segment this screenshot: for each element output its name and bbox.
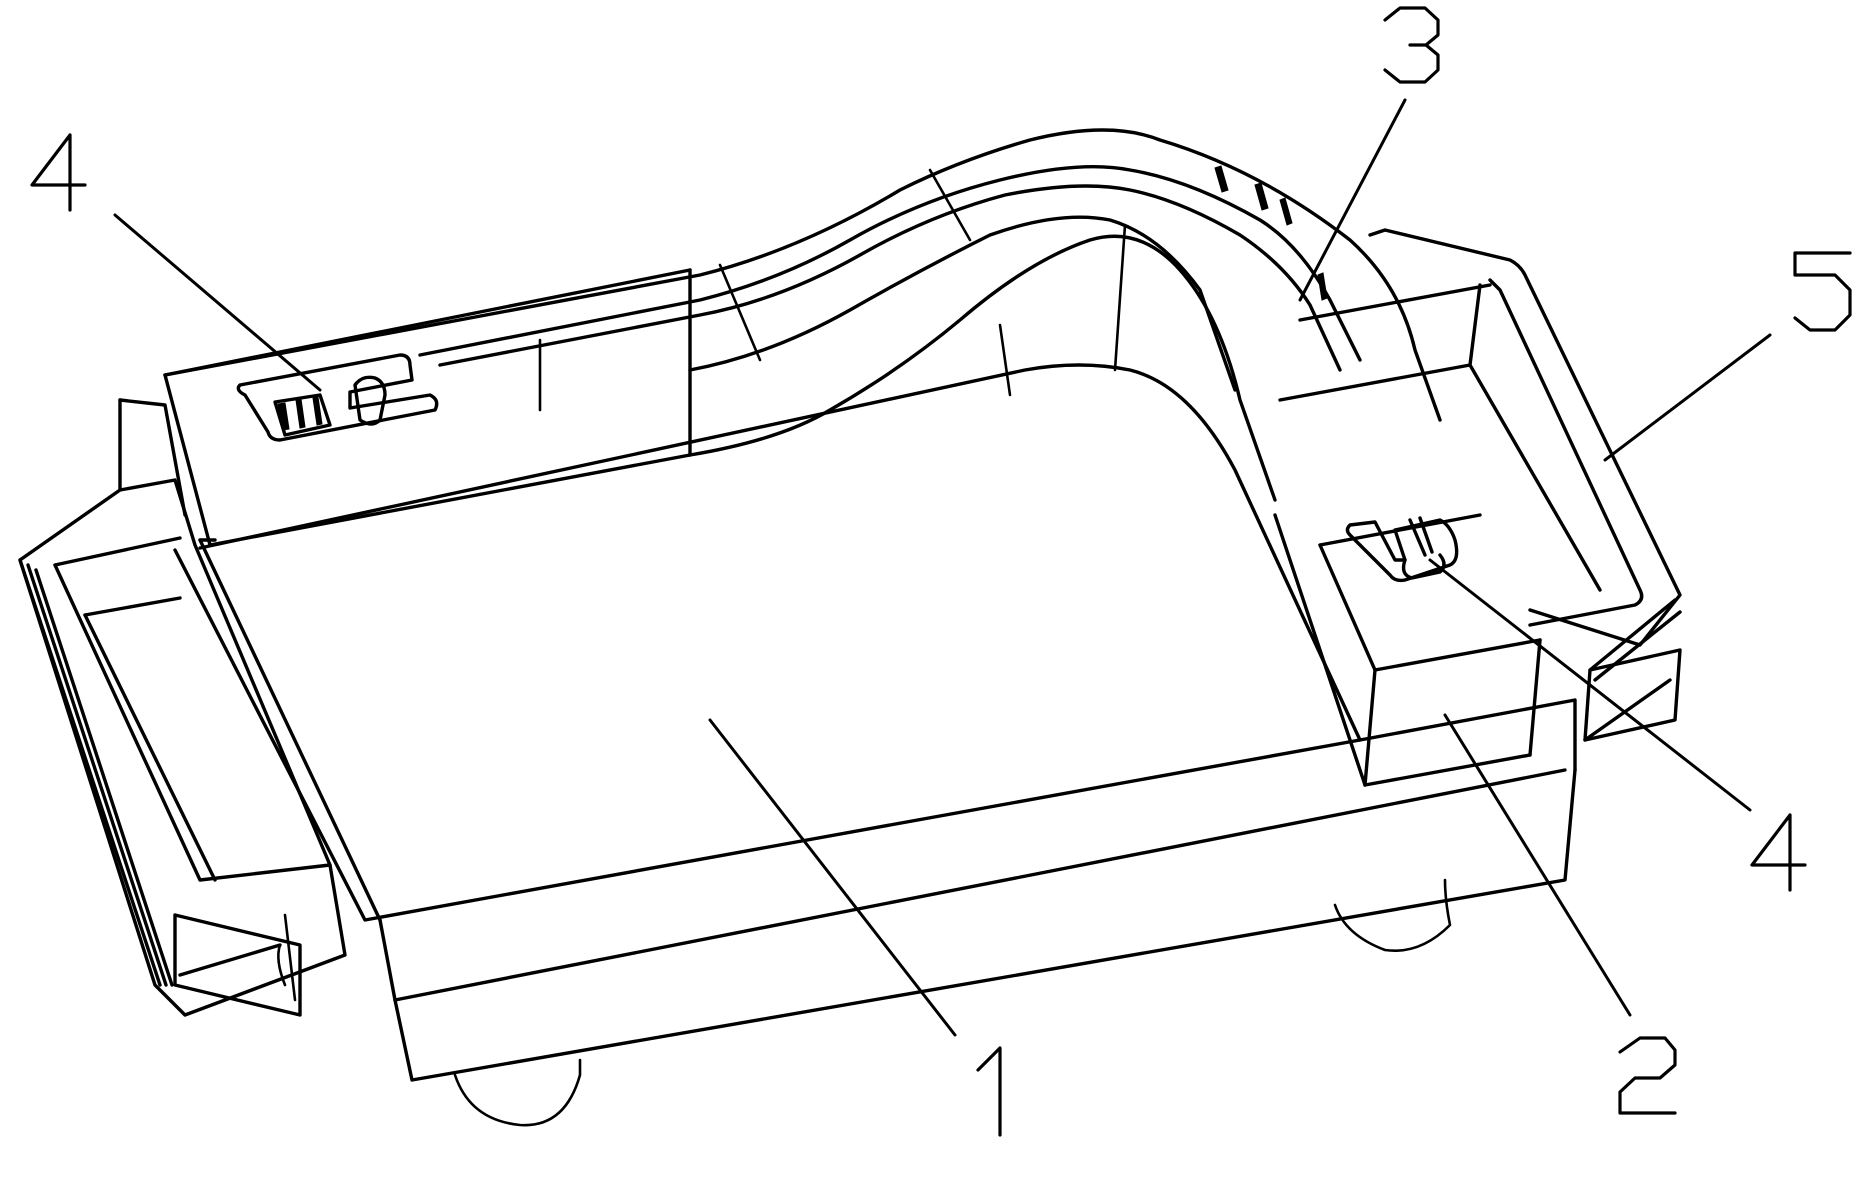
leader-4a xyxy=(113,213,322,392)
numeral-2 xyxy=(1618,1036,1677,1115)
leader-lines xyxy=(113,98,1772,1037)
leader-5 xyxy=(1603,333,1772,462)
right-end-block xyxy=(1273,513,1542,787)
leader-2 xyxy=(1443,713,1632,1017)
base-tray xyxy=(173,363,1577,1127)
numeral-3 xyxy=(1383,6,1440,84)
leader-3 xyxy=(1298,98,1407,302)
numeral-4a xyxy=(30,133,87,212)
right-side-frame xyxy=(1278,228,1682,742)
leader-4b xyxy=(1428,558,1752,812)
curved-track xyxy=(163,128,1442,502)
numeral-4b xyxy=(1750,813,1807,892)
numeral-5 xyxy=(1793,251,1852,332)
callout-numerals xyxy=(30,6,1852,1137)
leader-1 xyxy=(708,718,957,1037)
numeral-1 xyxy=(976,1046,1002,1137)
left-side-frame xyxy=(18,478,347,1017)
